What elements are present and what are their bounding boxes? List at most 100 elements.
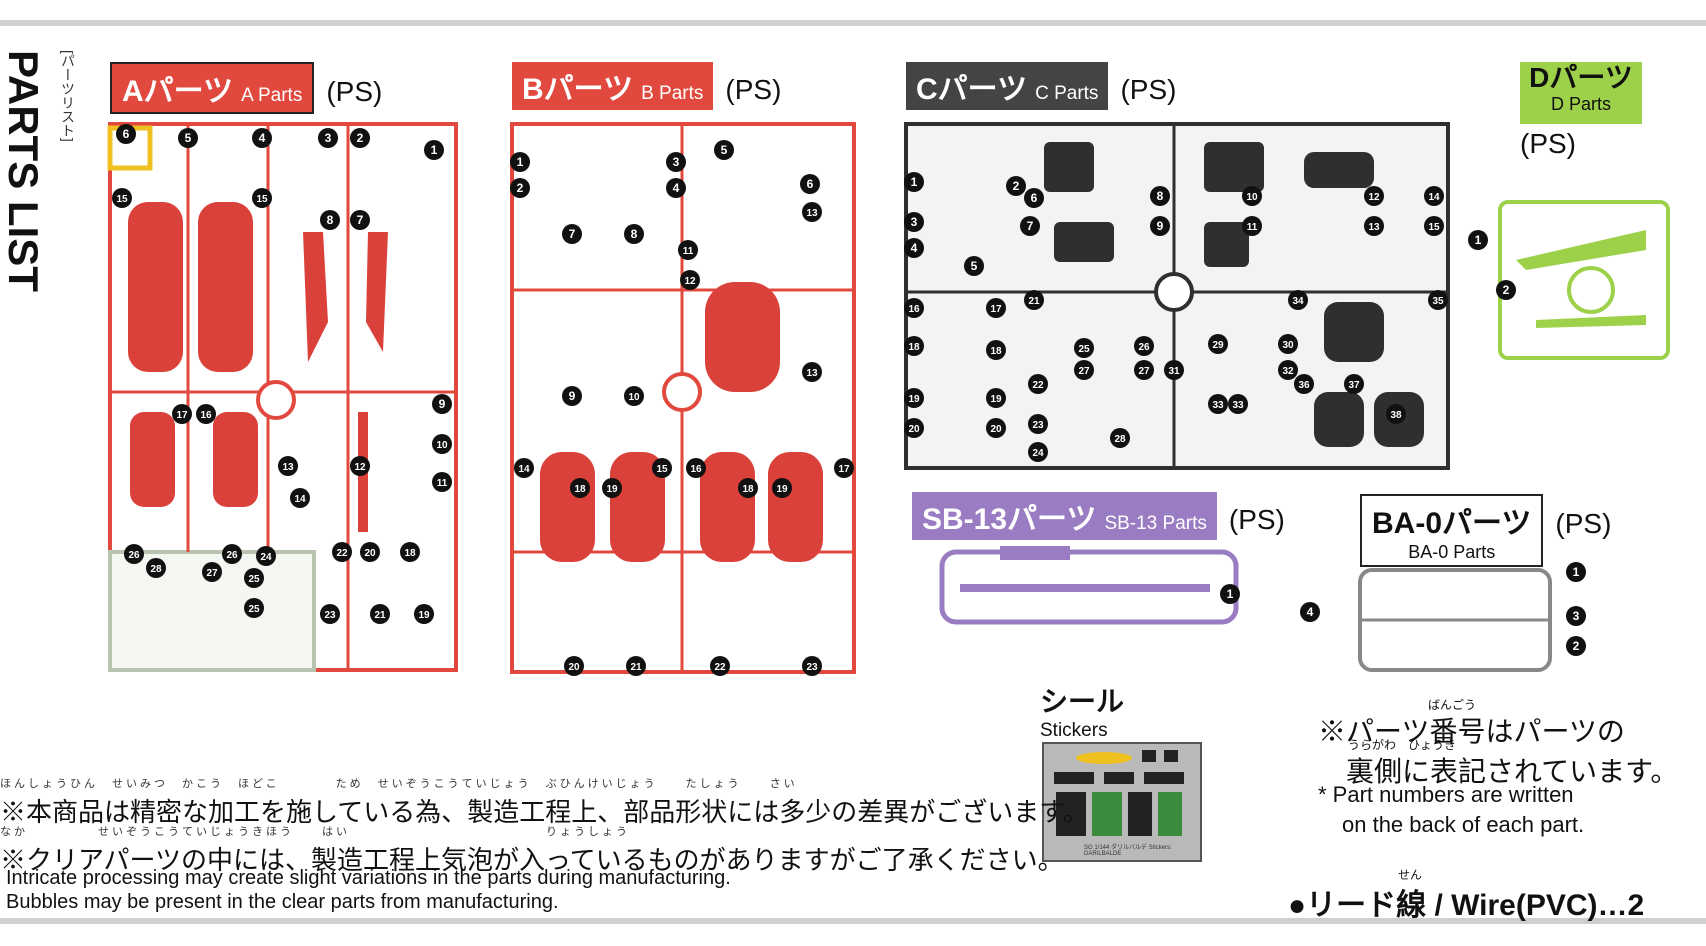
- part-c-block-7: [1314, 392, 1364, 447]
- part-number-bubble: [1134, 336, 1154, 356]
- part-number-bubble: [1242, 216, 1262, 236]
- part-number-label: 15: [256, 194, 268, 205]
- part-number-label: 18: [574, 484, 586, 495]
- part-number-bubble: [1278, 360, 1298, 380]
- part-number-label: 37: [1348, 380, 1360, 391]
- part-number-label: 3: [911, 215, 918, 229]
- part-c-block-4: [1054, 222, 1114, 262]
- part-number-bubble: [350, 128, 370, 148]
- part-number-label: 28: [1114, 434, 1126, 445]
- note-en-2: Bubbles may be present in the clear part…: [6, 891, 559, 913]
- part-number-label: 19: [606, 484, 618, 495]
- part-number-bubble: [986, 340, 1006, 360]
- part-number-label: 7: [569, 227, 576, 241]
- part-number-label: 17: [176, 410, 188, 421]
- part-number-bubble: [564, 656, 584, 676]
- part-number-label: 18: [990, 346, 1002, 357]
- part-number-bubble: [222, 544, 242, 564]
- part-number-label: 10: [1246, 192, 1258, 203]
- note-jp-1: ほんしょうひん せいみつ かこう ほどこ ため せいぞうこうていじょう ぶひんけ…: [0, 778, 1089, 834]
- part-number-label: 21: [630, 662, 642, 673]
- part-number-bubble: [244, 568, 264, 588]
- part-number-bubble: [1364, 216, 1384, 236]
- part-number-bubble: [1386, 404, 1406, 424]
- sprue-sb-tab: [1000, 546, 1070, 560]
- part-number-bubble: [1424, 186, 1444, 206]
- part-number-bubble: [350, 210, 370, 230]
- part-number-label: 12: [1368, 192, 1380, 203]
- note-en-1: Intricate processing may create slight v…: [6, 867, 731, 889]
- wire-note-text: ●リード線 / Wire(PVC)…2: [1288, 889, 1645, 922]
- part-number-bubble: [290, 488, 310, 508]
- part-number-bubble: [986, 388, 1006, 408]
- sprue-sb-ps: (PS): [1228, 504, 1285, 535]
- part-number-bubble: [986, 298, 1006, 318]
- stickers-jp: シール: [1040, 686, 1125, 717]
- part-number-label: 2: [1013, 179, 1020, 193]
- page-title: PARTS LIST: [0, 50, 47, 292]
- part-number-bubble: [278, 456, 298, 476]
- part-number-bubble: [432, 434, 452, 454]
- part-number-label: 21: [374, 610, 386, 621]
- part-number-label: 9: [439, 397, 446, 411]
- part-number-bubble: [1028, 442, 1048, 462]
- part-number-label: 9: [569, 389, 576, 403]
- part-c-block-5: [1204, 222, 1249, 267]
- sprue-d-ps: (PS): [1520, 128, 1576, 159]
- part-number-label: 30: [1282, 340, 1294, 351]
- part-number-label: 15: [116, 194, 128, 205]
- part-number-label: 15: [656, 464, 668, 475]
- part-number-bubble: [1150, 186, 1170, 206]
- part-number-label: 6: [1031, 191, 1038, 205]
- part-number-bubble: [1020, 216, 1040, 236]
- part-number-label: 11: [437, 478, 448, 489]
- part-number-bubble: [904, 238, 924, 258]
- part-a-shield-left: [128, 202, 183, 372]
- part-number-bubble: [802, 362, 822, 382]
- note-jp-1-ruby: ほんしょうひん せいみつ かこう ほどこ ため せいぞうこうていじょう ぶひんけ…: [0, 778, 798, 790]
- part-number-label: 31: [1168, 366, 1180, 377]
- part-number-label: 13: [1368, 222, 1380, 233]
- part-number-bubble: [1074, 338, 1094, 358]
- part-number-note-line-2: 裏側に表記されています。: [1346, 756, 1679, 787]
- part-number-label: 4: [911, 241, 918, 255]
- stickers-en: Stickers: [1040, 720, 1108, 741]
- part-number-label: 22: [714, 662, 726, 673]
- part-number-bubble: [624, 386, 644, 406]
- part-number-bubble: [1428, 290, 1448, 310]
- part-number-label: 5: [721, 143, 728, 157]
- sprue-a-jp: Aパーツ: [122, 75, 234, 108]
- part-number-label: 11: [1247, 222, 1258, 233]
- part-number-note-2: うらがわ ひょうき 裏側に表記されています。: [1318, 739, 1679, 794]
- part-number-label: 20: [908, 424, 920, 435]
- part-number-bubble: [178, 128, 198, 148]
- part-number-label: 15: [1428, 222, 1440, 233]
- part-number-label: 6: [123, 127, 130, 141]
- part-number-bubble: [1278, 334, 1298, 354]
- part-number-label: 2: [517, 181, 524, 195]
- part-sb-1: [960, 584, 1210, 592]
- part-number-bubble: [562, 386, 582, 406]
- part-number-bubble: [1110, 428, 1130, 448]
- part-number-bubble: [112, 188, 132, 208]
- part-number-label: 5: [971, 259, 978, 273]
- sprue-a-en: A Parts: [241, 85, 303, 106]
- part-number-bubble: [1468, 230, 1488, 250]
- sticker-sheet: SG 1/144 ダリルバルデ Stickers: DARILBALDE: [1042, 742, 1202, 862]
- part-number-label: 9: [1157, 219, 1164, 233]
- sprue-b-en: B Parts: [641, 83, 704, 104]
- sprue-sb-jp: SB-13パーツ: [922, 503, 1097, 536]
- part-number-label: 25: [1078, 344, 1090, 355]
- part-number-bubble: [904, 418, 924, 438]
- part-number-label: 25: [248, 574, 260, 585]
- part-number-bubble: [652, 458, 672, 478]
- part-number-bubble: [710, 656, 730, 676]
- part-number-bubble: [624, 224, 644, 244]
- part-number-bubble: [124, 544, 144, 564]
- sprue-c-en: C Parts: [1035, 83, 1099, 104]
- part-number-label: 35: [1432, 296, 1444, 307]
- sprue-ba-jp: BA-0パーツ: [1372, 507, 1532, 540]
- sprue-ba-ps: (PS): [1555, 508, 1612, 539]
- part-number-bubble: [602, 478, 622, 498]
